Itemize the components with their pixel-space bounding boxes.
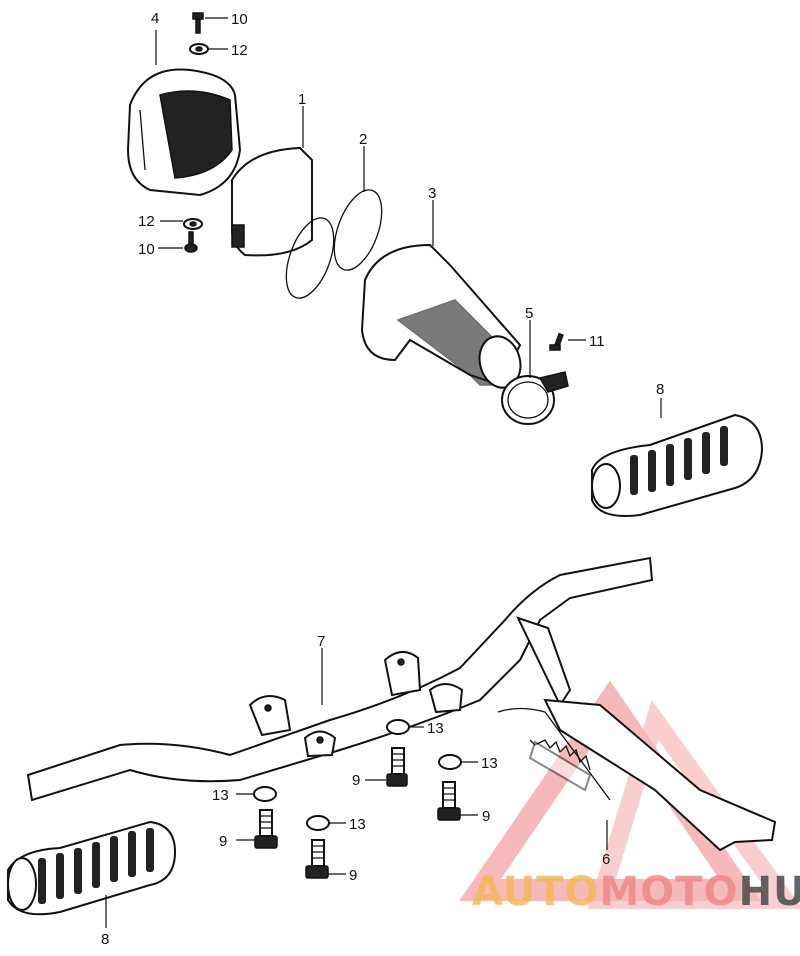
- callout-9-a: 9: [352, 772, 360, 789]
- callout-6: 6: [602, 851, 610, 868]
- callout-8-left: 8: [101, 931, 109, 948]
- leader-lines: [105, 17, 662, 928]
- stand-lever-part: [497, 698, 777, 852]
- screw-11: [549, 332, 564, 351]
- svg-text:AUTOMOTOHUB: AUTOMOTOHUB: [472, 869, 800, 915]
- grip-left-part: [7, 820, 177, 916]
- mounting-sleeve-part: [360, 243, 522, 389]
- callout-13-c: 13: [212, 787, 229, 804]
- gasket-rings-part: [285, 189, 383, 299]
- callout-9-c: 9: [219, 833, 227, 850]
- bolt-9-c: [254, 809, 278, 849]
- callout-10-top: 10: [231, 11, 248, 28]
- callout-3: 3: [428, 185, 436, 202]
- callout-11: 11: [589, 333, 605, 350]
- screw-10-top: [192, 12, 204, 34]
- bolt-9-a: [386, 747, 408, 787]
- washer-13-b: [438, 754, 462, 770]
- screw-10-bottom: [184, 231, 198, 253]
- housing-cover-part: [126, 68, 242, 197]
- clamp-band-part: [501, 371, 569, 425]
- watermark-hub: HUB: [739, 869, 800, 915]
- callout-12-bottom: 12: [138, 213, 155, 230]
- washer-13-c: [253, 786, 277, 802]
- callout-9-b: 9: [482, 808, 490, 825]
- callout-13-a: 13: [427, 720, 444, 737]
- return-spring-part: [528, 739, 592, 792]
- watermark-auto: AUTO: [472, 869, 600, 915]
- watermark-moto: MOTO: [600, 869, 739, 915]
- footpeg-bar-part: [26, 556, 654, 802]
- callout-2: 2: [359, 131, 367, 148]
- bolt-9-b: [437, 781, 461, 821]
- callout-7: 7: [317, 633, 325, 650]
- callout-12-top: 12: [231, 42, 248, 59]
- callout-4: 4: [151, 10, 159, 27]
- lens-part: [231, 146, 313, 257]
- callout-8-right: 8: [656, 381, 664, 398]
- callout-13-b: 13: [481, 755, 498, 772]
- callout-13-d: 13: [349, 816, 366, 833]
- watermark-text: AUTOMOTOHUB: [472, 869, 800, 915]
- callout-9-d: 9: [349, 867, 357, 884]
- callout-labels: 4 10 12 1 2 3 12 10 5 11 8 7 13 13 9 13 …: [101, 10, 664, 948]
- bolt-9-d: [305, 839, 329, 879]
- washer-12-bottom: [183, 218, 203, 230]
- washer-13-a: [386, 719, 410, 735]
- washer-13-d: [306, 815, 330, 831]
- callout-5: 5: [525, 305, 533, 322]
- callout-10-bottom: 10: [138, 241, 155, 258]
- grip-right-part: [591, 413, 764, 517]
- washer-12-top: [189, 43, 209, 55]
- callout-1: 1: [298, 91, 306, 108]
